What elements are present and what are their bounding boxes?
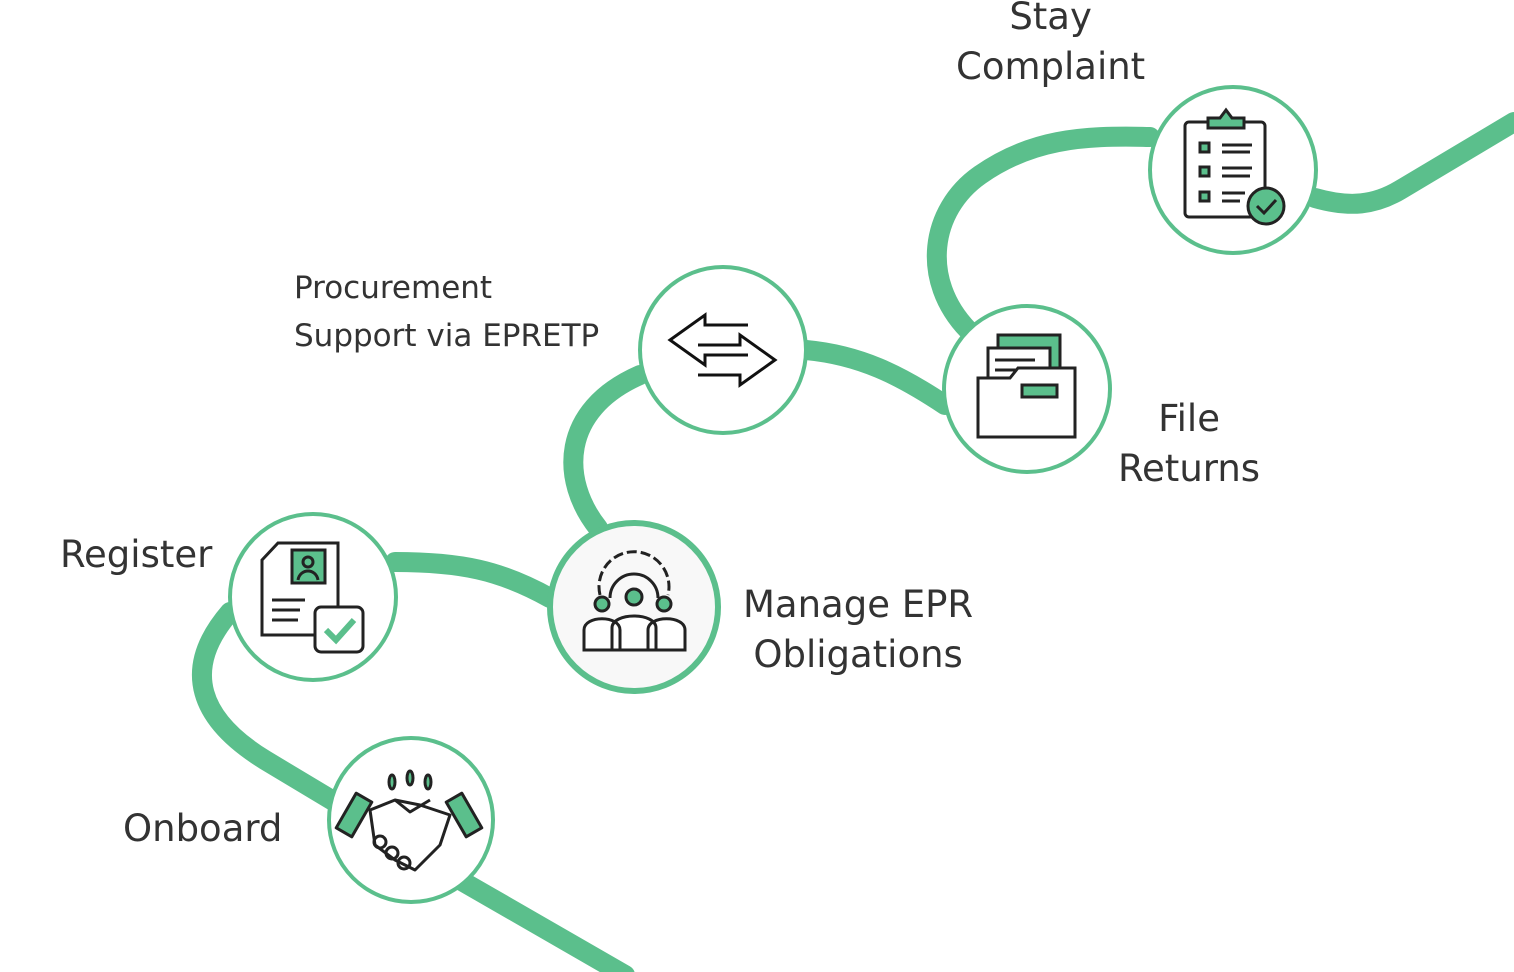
label-line: File: [1158, 397, 1220, 440]
label-line: Complaint: [956, 45, 1146, 88]
step-label-manage-epr: Manage EPR Obligations: [743, 580, 973, 680]
label-line: Manage EPR: [743, 583, 974, 626]
step-label-onboard: Onboard: [123, 804, 282, 854]
step-circle-onboard: [327, 736, 495, 904]
journey-path: [192, 112, 1514, 972]
label-line: Procurement: [294, 270, 493, 306]
label-line: Onboard: [123, 807, 283, 850]
label-line: Support via EPRETP: [294, 318, 600, 354]
label-line: Stay: [1009, 0, 1092, 38]
step-circle-procurement: [638, 265, 808, 435]
checklist-clipboard-icon: [1183, 107, 1286, 226]
step-circle-manage: [547, 520, 721, 694]
team-gear-icon: [582, 550, 687, 652]
step-label-register: Register: [60, 530, 212, 580]
handshake-icon: [334, 769, 484, 872]
folder-files-icon: [976, 333, 1077, 439]
label-line: Register: [60, 533, 213, 576]
exchange-arrows-icon: [667, 312, 778, 388]
label-line: Obligations: [753, 633, 963, 676]
registration-document-icon: [260, 541, 365, 654]
label-line: Returns: [1118, 447, 1261, 490]
